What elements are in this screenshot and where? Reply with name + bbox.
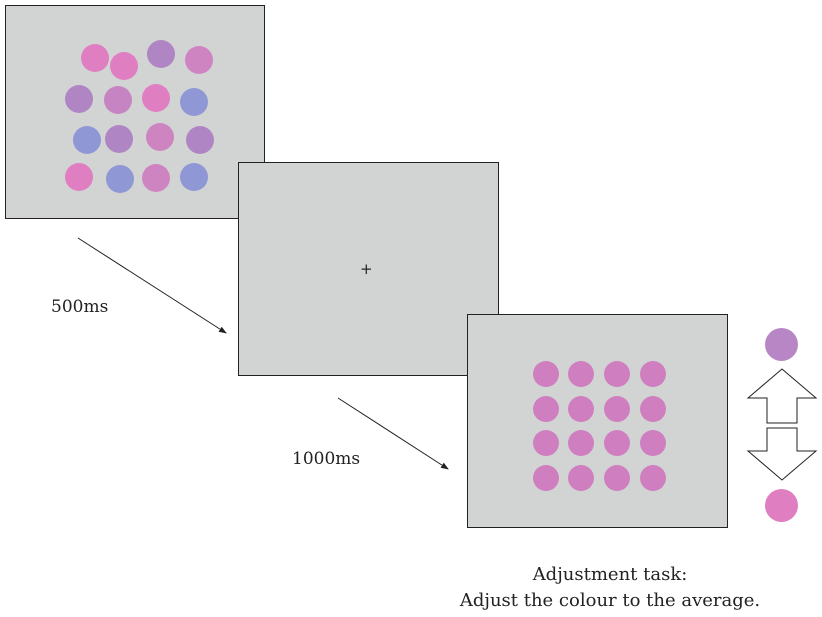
response-dot bbox=[640, 465, 666, 491]
response-dot bbox=[640, 430, 666, 456]
response-dot bbox=[640, 361, 666, 387]
response-dot bbox=[533, 430, 559, 456]
response-dot bbox=[533, 361, 559, 387]
stimulus-dot bbox=[142, 84, 170, 112]
response-dot bbox=[568, 361, 594, 387]
stimulus-dot bbox=[186, 126, 214, 154]
arrow-down-icon bbox=[746, 427, 818, 481]
stimulus-dot bbox=[106, 165, 134, 193]
response-dot bbox=[568, 465, 594, 491]
stimulus-dot bbox=[104, 86, 132, 114]
response-dot bbox=[533, 465, 559, 491]
stimulus-dot bbox=[185, 46, 213, 74]
stimulus-dot bbox=[180, 88, 208, 116]
stimulus-dot bbox=[81, 44, 109, 72]
adjust-color-top[interactable] bbox=[765, 328, 798, 361]
response-dot bbox=[604, 430, 630, 456]
stimulus-dot bbox=[73, 126, 101, 154]
response-dot bbox=[568, 430, 594, 456]
stimulus-dot bbox=[105, 125, 133, 153]
response-dot bbox=[533, 396, 559, 422]
response-panel bbox=[467, 314, 728, 528]
stimulus-dot bbox=[147, 40, 175, 68]
fixation-cross: + bbox=[360, 260, 373, 278]
task-title: Adjustment task: bbox=[532, 564, 688, 585]
task-caption: Adjustment task: Adjust the colour to th… bbox=[430, 562, 790, 614]
timing-label-500: 500ms bbox=[51, 297, 109, 317]
response-dot bbox=[640, 396, 666, 422]
arrow-up-icon bbox=[746, 368, 818, 424]
fixation-panel: + bbox=[238, 162, 499, 376]
stimulus-dot bbox=[146, 123, 174, 151]
response-dot bbox=[604, 465, 630, 491]
stimulus-dot bbox=[110, 52, 138, 80]
adjust-color-bottom[interactable] bbox=[765, 489, 798, 522]
stimulus-dot bbox=[65, 85, 93, 113]
response-dot bbox=[568, 396, 594, 422]
stimulus-dot bbox=[65, 163, 93, 191]
response-dot bbox=[604, 396, 630, 422]
response-dot bbox=[604, 361, 630, 387]
stimulus-dot bbox=[180, 163, 208, 191]
stimulus-dot bbox=[142, 164, 170, 192]
timing-label-1000: 1000ms bbox=[292, 449, 361, 469]
stimulus-panel bbox=[5, 5, 265, 219]
arrow-1 bbox=[77, 237, 227, 334]
task-instruction: Adjust the colour to the average. bbox=[459, 590, 761, 611]
